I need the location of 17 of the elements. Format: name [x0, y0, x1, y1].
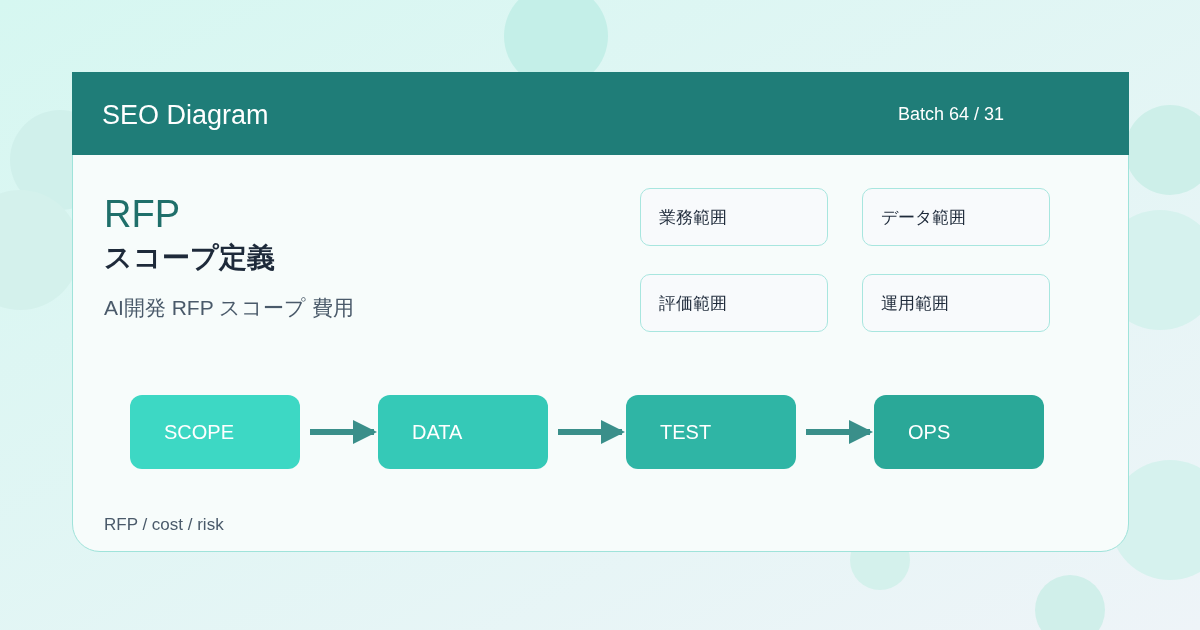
scope-box: データ範囲 — [862, 188, 1050, 246]
heading: RFP — [104, 193, 180, 237]
arrow — [558, 420, 625, 444]
process-box: DATA — [378, 395, 548, 469]
process-box: SCOPE — [130, 395, 300, 469]
arrow — [310, 420, 377, 444]
arrow — [806, 420, 873, 444]
scope-box: 評価範囲 — [640, 274, 828, 332]
process-box: TEST — [626, 395, 796, 469]
footer-text: RFP / cost / risk — [104, 515, 224, 535]
keyword-line: AI開発 RFP スコープ 費用 — [104, 296, 354, 321]
process-box: OPS — [874, 395, 1044, 469]
subheading: スコープ定義 — [104, 242, 275, 275]
batch-label: Batch 64 / 31 — [898, 104, 1005, 125]
scope-box: 運用範囲 — [862, 274, 1050, 332]
diagram-title: SEO Diagram — [102, 100, 269, 132]
scope-box: 業務範囲 — [640, 188, 828, 246]
